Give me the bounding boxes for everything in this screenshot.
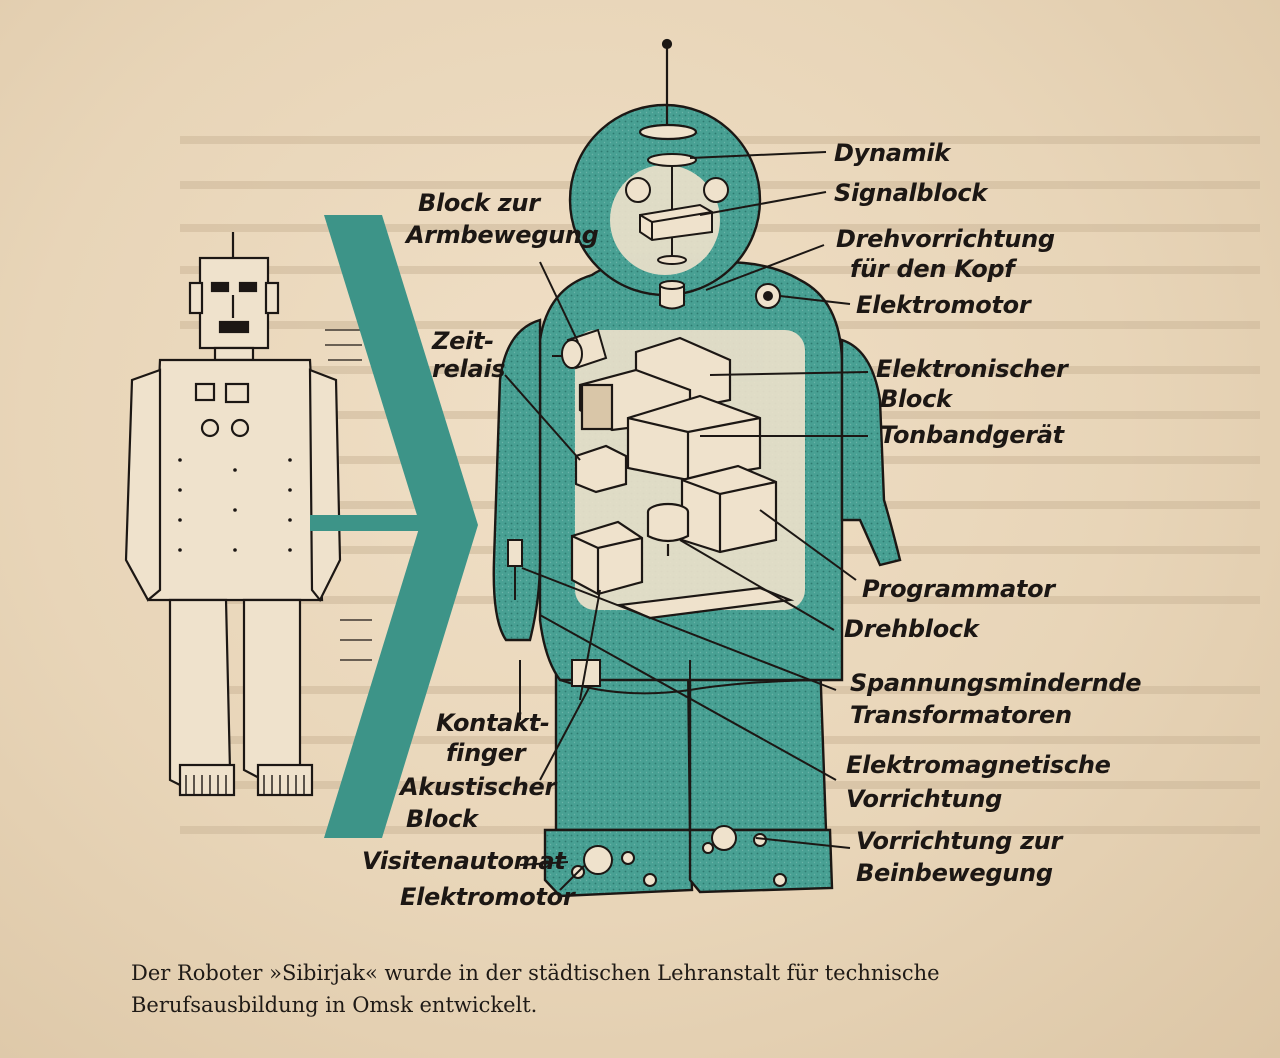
label-elektromagnetische: Elektromagnetische bbox=[846, 751, 1111, 779]
caption-line-1: Der Roboter »Sibirjak« wurde in der städ… bbox=[131, 961, 940, 985]
label-akust-block: Block bbox=[406, 805, 478, 833]
caption-line-2: Berufsausbildung in Omsk entwickelt. bbox=[131, 993, 538, 1017]
head-components bbox=[625, 153, 781, 310]
label-block-zur: Block zur bbox=[418, 189, 540, 217]
label-transformatoren: Transformatoren bbox=[850, 701, 1072, 729]
label-vorrichtung: Vorrichtung bbox=[846, 785, 1003, 813]
arm-motor bbox=[552, 328, 608, 370]
arrow-shaft bbox=[310, 515, 430, 531]
label-akustischer: Akustischer bbox=[400, 773, 557, 801]
label-signalblock: Signalblock bbox=[834, 179, 987, 207]
label-visitenautomat: Visitenautomat bbox=[362, 847, 566, 875]
label-vorrichtung-zur: Vorrichtung zur bbox=[856, 827, 1063, 855]
label-elektronischer: Elektronischer bbox=[876, 355, 1068, 383]
torso-components bbox=[570, 336, 795, 620]
label-armbewegung: Armbewegung bbox=[406, 221, 599, 249]
label-zeit: Zeit- bbox=[432, 327, 494, 355]
label-drehvorrichtung: Drehvorrichtung bbox=[836, 225, 1055, 253]
label-fuer-den-kopf: für den Kopf bbox=[850, 255, 1015, 283]
small-robot-illustration bbox=[124, 232, 372, 797]
antenna bbox=[638, 38, 698, 141]
label-finger: finger bbox=[446, 739, 526, 767]
label-programmator: Programmator bbox=[862, 575, 1055, 603]
label-relais: relais bbox=[432, 355, 506, 383]
label-beinbewegung: Beinbewegung bbox=[856, 859, 1053, 887]
label-tonbandgeraet: Tonbandgerät bbox=[880, 421, 1064, 449]
leader-lines bbox=[504, 151, 869, 891]
figure-caption: Der Roboter »Sibirjak« wurde in der städ… bbox=[131, 957, 1091, 1021]
leg-components bbox=[507, 539, 787, 887]
label-kontakt: Kontakt- bbox=[436, 709, 550, 737]
label-block: Block bbox=[880, 385, 952, 413]
label-dynamik: Dynamik bbox=[834, 139, 950, 167]
label-spannungsmindernde: Spannungsmindernde bbox=[850, 669, 1142, 697]
label-elektromotor-top: Elektromotor bbox=[856, 291, 1031, 319]
label-drehblock: Drehblock bbox=[844, 615, 979, 643]
label-elektromotor-bottom: Elektromotor bbox=[400, 883, 575, 911]
chevron-arrow bbox=[324, 215, 478, 838]
